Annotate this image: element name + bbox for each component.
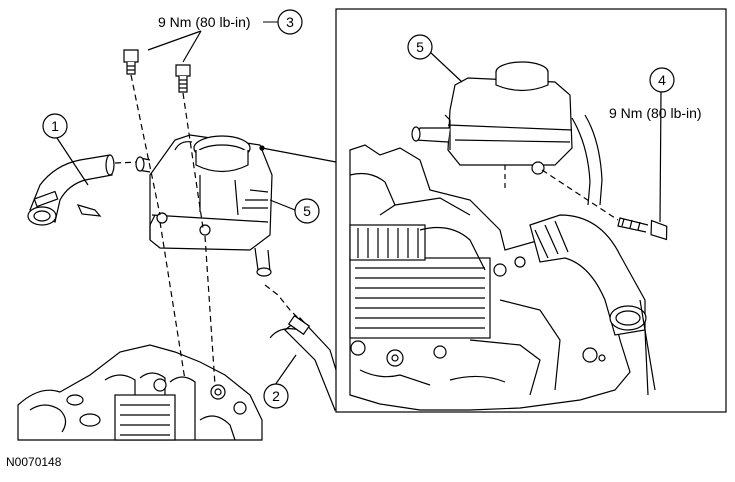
callout-2: 2 [263,383,289,409]
callout-1: 1 [42,113,68,139]
hose-icon [27,154,115,226]
main-view [17,30,346,441]
torque-spec-main: 9 Nm (80 lb-in) [158,14,251,30]
coolant-reservoir-icon [135,134,273,277]
engine-block-icon [17,344,263,441]
callout-3: 3 [263,9,303,35]
callout-5-detail-number: 5 [416,39,424,55]
detail-view [349,51,668,411]
callout-5-detail: 5 [407,34,433,60]
bolt-icon [617,217,668,241]
callout-4: 4 [649,67,675,93]
callout-3-number: 3 [286,14,294,30]
callout-2-number: 2 [272,388,280,404]
engine-block-icon [349,144,631,411]
callout-5-main: 5 [294,198,320,224]
bolt-icon [123,49,191,93]
turbo-pipe-icon [529,214,656,396]
coolant-reservoir-icon [411,61,573,190]
callout-4-number: 4 [658,72,666,88]
callout-1-number: 1 [51,118,59,134]
figure-code: N0070148 [6,455,62,469]
callout-5-number: 5 [303,203,311,219]
torque-spec-detail: 9 Nm (80 lb-in) [609,105,702,121]
